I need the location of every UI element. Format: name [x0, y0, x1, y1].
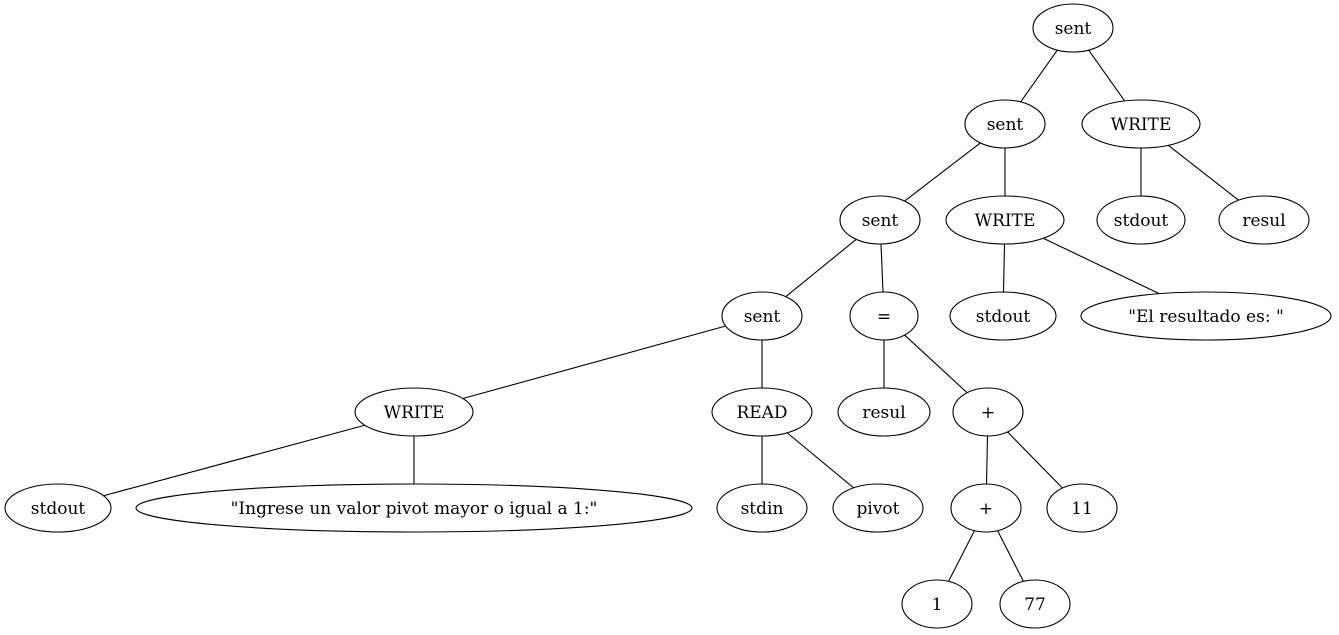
node-ellipse: [901, 579, 973, 629]
node-ellipse: [711, 387, 813, 437]
node-label: resul: [862, 403, 905, 423]
edge-read-to-pivot: [786, 432, 854, 489]
node-label: sent: [744, 307, 781, 327]
node-ellipse: [1046, 483, 1118, 533]
node-label: stdout: [31, 499, 86, 519]
node-ellipse: [945, 195, 1065, 245]
node-ellipse: [1032, 3, 1114, 53]
node-label: 77: [1024, 595, 1046, 615]
tree-node-77: 77: [999, 579, 1071, 629]
node-ellipse: [849, 291, 919, 341]
node-ellipse: [135, 483, 693, 533]
node-ellipse: [964, 99, 1046, 149]
edge-plus-to-77: [997, 530, 1024, 582]
tree-node-pivot: pivot: [832, 483, 924, 533]
edge-sent-to-sent: [904, 142, 981, 202]
node-label: WRITE: [1111, 115, 1172, 135]
node-label: WRITE: [384, 403, 445, 423]
edge-sent-to-assign: [880, 243, 884, 293]
edge-write-to-stdout: [1002, 243, 1006, 293]
node-ellipse: [1080, 291, 1332, 341]
node-ellipse: [832, 483, 924, 533]
edge-sent-to-write: [1088, 49, 1126, 102]
tree-node-sent: sent: [839, 195, 921, 245]
node-label: READ: [736, 403, 787, 423]
edge-assign-to-plus: [904, 334, 968, 394]
node-ellipse: [716, 483, 808, 533]
tree-node-stdout: stdout: [949, 291, 1057, 341]
node-label: WRITE: [975, 211, 1036, 231]
tree-node-write: WRITE: [354, 387, 474, 437]
node-label: 1: [932, 595, 943, 615]
tree-node-read: READ: [711, 387, 813, 437]
tree-node-resul: resul: [837, 387, 931, 437]
tree-node-write: WRITE: [1081, 99, 1201, 149]
node-ellipse: [4, 483, 112, 533]
edge-sent-to-sent: [1020, 49, 1058, 103]
node-ellipse: [952, 387, 1024, 437]
edge-write-to-el-resultado-es: [1043, 237, 1160, 295]
tree-node-11: 11: [1046, 483, 1118, 533]
tree-node-write: WRITE: [945, 195, 1065, 245]
edge-sent-to-write: [462, 325, 726, 400]
node-ellipse: [950, 483, 1022, 533]
node-ellipse: [999, 579, 1071, 629]
tree-node-el-resultado-es: "El resultado es: ": [1080, 291, 1332, 341]
node-label: resul: [1242, 211, 1285, 231]
tree-node-stdin: stdin: [716, 483, 808, 533]
edge-plus-to-plus: [985, 435, 989, 485]
node-ellipse: [1081, 99, 1201, 149]
node-label: stdin: [741, 499, 784, 519]
edge-plus-to-11: [1007, 431, 1063, 489]
node-label: sent: [987, 115, 1024, 135]
node-label: +: [981, 403, 995, 423]
node-label: "El resultado es: ": [1128, 307, 1284, 327]
tree-node-ingrese-un-valor-pivot-mayor-o-igual-a-1: "Ingrese un valor pivot mayor o igual a …: [135, 483, 693, 533]
tree-edges: [103, 49, 1239, 582]
edge-write-to-stdout: [103, 424, 365, 497]
node-label: stdout: [976, 307, 1031, 327]
edge-plus-to-1: [948, 530, 975, 582]
tree-node-1: 1: [901, 579, 973, 629]
tree-node-sent: sent: [964, 99, 1046, 149]
node-ellipse: [354, 387, 474, 437]
edge-sent-to-sent: [785, 238, 857, 298]
tree-node-plus: +: [950, 483, 1022, 533]
node-label: "Ingrese un valor pivot mayor o igual a …: [231, 499, 598, 519]
tree-node-plus: +: [952, 387, 1024, 437]
node-ellipse: [1096, 195, 1186, 245]
node-ellipse: [839, 195, 921, 245]
node-ellipse: [721, 291, 803, 341]
node-label: sent: [862, 211, 899, 231]
tree-node-stdout: stdout: [4, 483, 112, 533]
node-label: stdout: [1114, 211, 1169, 231]
node-label: 11: [1071, 499, 1093, 519]
tree-node-resul: resul: [1218, 195, 1310, 245]
node-label: sent: [1055, 19, 1092, 39]
tree-node-sent: sent: [721, 291, 803, 341]
node-ellipse: [1218, 195, 1310, 245]
edge-write-to-resul: [1167, 144, 1239, 201]
node-ellipse: [949, 291, 1057, 341]
tree-node-stdout: stdout: [1096, 195, 1186, 245]
node-label: pivot: [857, 499, 900, 519]
node-label: +: [979, 499, 993, 519]
node-ellipse: [837, 387, 931, 437]
node-label: =: [877, 307, 891, 327]
tree-node-assign: =: [849, 291, 919, 341]
tree-node-sent: sent: [1032, 3, 1114, 53]
